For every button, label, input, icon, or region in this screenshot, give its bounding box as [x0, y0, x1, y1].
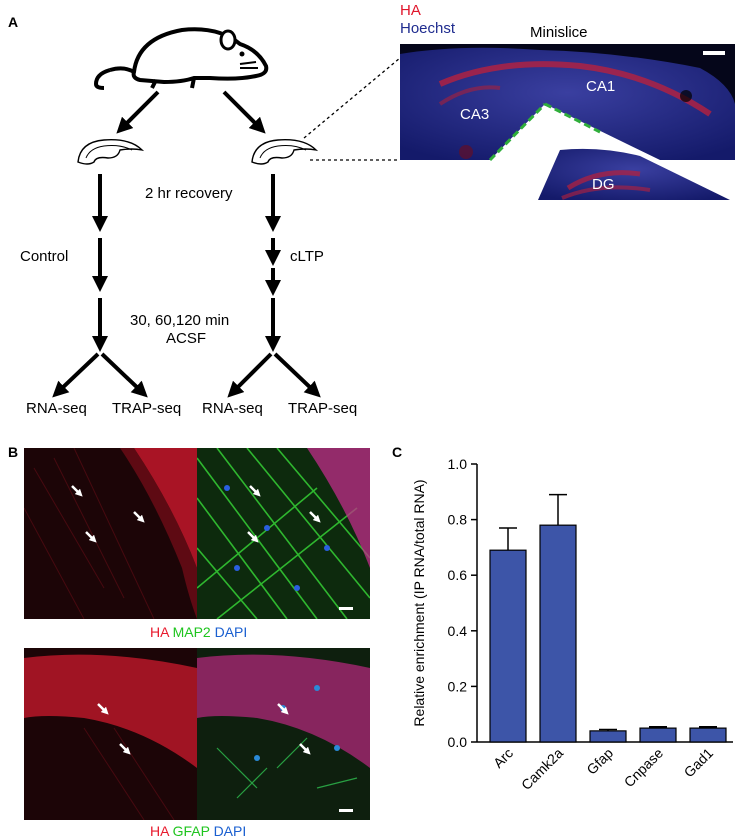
output-trapseq-control: TRAP-seq [112, 400, 182, 417]
panel-b-letter: B [8, 444, 19, 460]
caption-gfap-dapi: DAPI [213, 823, 247, 839]
bar-arc [489, 549, 527, 743]
output-trapseq-cltp: TRAP-seq [288, 400, 358, 417]
panel-c-letter: C [392, 444, 403, 460]
mouse-illustration [93, 27, 269, 90]
output-rnaseq-control: RNA-seq [26, 400, 87, 417]
cltp-label: cLTP [290, 248, 324, 265]
region-ca1-label: CA1 [586, 78, 616, 95]
region-dg-label: DG [592, 176, 615, 193]
x-tick-label: Gad1 [681, 745, 717, 781]
caption-gfap-marker: GFAP [172, 823, 210, 839]
y-tick-label: 0.6 [448, 567, 468, 583]
minislice-title: Minislice [530, 24, 588, 41]
y-tick-label: 1.0 [448, 456, 468, 472]
x-tick-label: Camk2a [518, 745, 566, 793]
y-tick-label: 0.0 [448, 734, 468, 750]
panel-b-arrows [71, 485, 321, 755]
legend-hoechst: Hoechst [400, 20, 456, 37]
bar-gfap [589, 730, 627, 743]
minislice-micrograph [400, 44, 735, 200]
caption-map2-marker: MAP2 [172, 624, 211, 640]
ha-channel-image-bottom [24, 648, 197, 820]
acsf-label: ACSF [166, 330, 207, 347]
legend-ha: HA [400, 2, 421, 19]
region-ca3-label: CA3 [460, 106, 490, 123]
x-tick-label: Gfap [583, 745, 616, 778]
acsf-time-label: 30, 60,120 min [130, 312, 230, 329]
y-axis-title: Relative enrichment (IP RNA/total RNA) [411, 479, 427, 726]
x-tick-label: Cnpase [621, 745, 667, 791]
bar-cnpase [639, 727, 677, 743]
workflow-arrows [52, 57, 400, 398]
output-rnaseq-cltp: RNA-seq [202, 400, 263, 417]
merge-map2-image [197, 448, 370, 619]
caption-map2-ha: HA [150, 624, 169, 640]
control-label: Control [20, 248, 69, 265]
caption-gfap: HA GFAP DAPI [150, 823, 246, 839]
y-tick-label: 0.8 [448, 512, 468, 528]
ha-channel-image-top [24, 448, 197, 619]
bar-gad1 [689, 727, 727, 743]
y-tick-label: 0.4 [448, 623, 468, 639]
x-tick-label: Arc [490, 745, 516, 771]
recovery-label: 2 hr recovery [145, 185, 233, 202]
panel-a-letter: A [8, 14, 19, 30]
caption-map2: HA MAP2 DAPI [150, 624, 247, 640]
y-tick-label: 0.2 [448, 678, 468, 694]
caption-map2-dapi: DAPI [214, 624, 248, 640]
bar-camk2a [539, 524, 577, 743]
caption-gfap-ha: HA [150, 823, 169, 839]
